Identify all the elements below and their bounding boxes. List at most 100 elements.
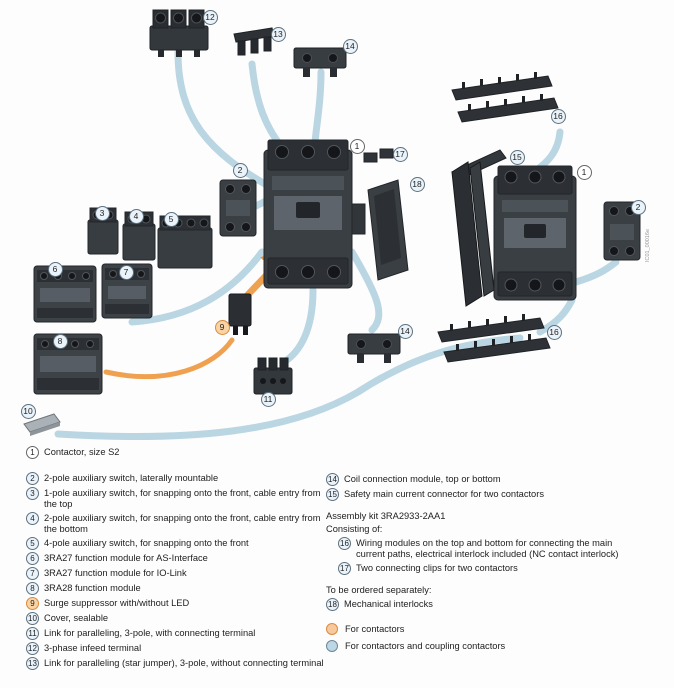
wiring-tubes — [54, 48, 620, 441]
blue-key-dot — [326, 640, 338, 652]
legend-item-6: 6 3RA27 function module for AS-Interface — [26, 552, 326, 565]
legend-item-text: Two connecting clips for two contactors — [356, 563, 518, 573]
legend-item-text: 3RA27 function module for AS-Interface — [44, 553, 208, 563]
legend-item-text: Link for paralleling (star jumper), 3-po… — [44, 658, 324, 668]
aux-switch-2-right — [603, 201, 641, 261]
consisting-of-label: Consisting of: — [326, 524, 383, 534]
legend-callout-number: 11 — [26, 627, 39, 640]
diagram-callout-10: 10 — [20, 403, 36, 419]
legend-callout-number: 2 — [26, 472, 39, 485]
legend-callout-number: 15 — [326, 488, 339, 501]
legend-item-text: 3RA28 function module — [44, 583, 141, 593]
diagram-callout-9: 9 — [214, 319, 230, 335]
legend-item-7: 7 3RA27 function module for IO-Link — [26, 567, 326, 580]
contactor-right — [493, 165, 577, 301]
legend-callout-number: 17 — [338, 562, 351, 575]
legend-callout-number: 8 — [26, 582, 39, 595]
legend-callout-number: 14 — [326, 473, 339, 486]
paralleling-link-11 — [253, 357, 293, 395]
surge-suppressor-9 — [228, 293, 252, 335]
legend-callout-number: 4 — [26, 512, 39, 525]
legend-item-text: Safety main current connector for two co… — [344, 489, 544, 499]
function-module-8 — [33, 333, 103, 395]
legend-callout-number: 6 — [26, 552, 39, 565]
legend-callout-number: 5 — [26, 537, 39, 550]
color-key-row-orange: For contactors — [326, 623, 638, 635]
mechanical-interlock-18 — [367, 179, 409, 281]
diagram-callout-7: 7 — [118, 264, 134, 280]
legend-item-13: 13 Link for paralleling (star jumper), 3-… — [26, 657, 326, 670]
diagram-callout-1: 1 — [349, 138, 365, 154]
color-key-row-blue: For contactors and coupling contactors — [326, 640, 638, 652]
legend-item-text: 3RA27 function module for IO-Link — [44, 568, 187, 578]
legend-item-text: Coil connection module, top or bottom — [344, 474, 501, 484]
diagram-callout-14: 14 — [342, 38, 358, 54]
legend-item-text: Link for paralleling, 3-pole, with conne… — [44, 628, 256, 638]
legend-item-text: 3-phase infeed terminal — [44, 643, 142, 653]
separate-title: To be ordered separately: — [326, 585, 432, 595]
legend-item-12: 12 3-phase infeed terminal — [26, 642, 326, 655]
diagram-callout-1: 1 — [576, 164, 592, 180]
legend-callout-number: 13 — [26, 657, 39, 670]
aux-switch-2-left — [219, 179, 257, 237]
legend: 1 Contactor, size S2 2 2-pole auxiliary swi… — [0, 446, 674, 672]
diagram-callout-14: 14 — [397, 323, 413, 339]
wiring-module-16-top — [451, 72, 559, 123]
legend-callout-number: 10 — [26, 612, 39, 625]
figure-watermark: IC01_00016e — [645, 229, 651, 262]
diagram-callout-17: 17 — [392, 146, 408, 162]
diagram-callout-5: 5 — [163, 211, 179, 227]
legend-item-10: 10 Cover, sealable — [26, 612, 326, 625]
coil-module-14-top — [293, 47, 347, 77]
legend-item-17: 17 Two connecting clips for two contactor… — [338, 562, 638, 575]
legend-left: 1 Contactor, size S2 2 2-pole auxiliary swi… — [0, 446, 326, 672]
legend-item-text: 2-pole auxiliary switch, laterally mount… — [44, 473, 219, 483]
diagram-callout-2: 2 — [232, 162, 248, 178]
legend-item-11: 11 Link for paralleling, 3-pole, with con… — [26, 627, 326, 640]
diagram-callout-12: 12 — [202, 9, 218, 25]
legend-item-15: 15 Safety main current connector for two … — [326, 488, 638, 501]
color-key-text: For contactors and coupling contactors — [345, 640, 506, 651]
legend-item-3: 3 1-pole auxiliary switch, for snapping o… — [26, 487, 326, 510]
legend-item-1: 1 Contactor, size S2 — [26, 446, 326, 459]
diagram-callout-3: 3 — [94, 205, 110, 221]
legend-item-text: Contactor, size S2 — [44, 447, 120, 457]
function-module-7 — [101, 263, 153, 319]
diagram-callout-16: 16 — [550, 108, 566, 124]
legend-item-text: Cover, sealable — [44, 613, 109, 623]
legend-callout-number: 7 — [26, 567, 39, 580]
legend-callout-number: 12 — [26, 642, 39, 655]
color-key-text: For contactors — [345, 623, 405, 634]
legend-item-9: 9 Surge suppressor with/without LED — [26, 597, 326, 610]
legend-item-text: Surge suppressor with/without LED — [44, 598, 190, 608]
orange-key-dot — [326, 623, 338, 635]
diagram-callout-4: 4 — [128, 208, 144, 224]
legend-item-text: 1-pole auxiliary switch, for snapping on… — [44, 488, 321, 509]
wiring-module-16-bottom — [437, 314, 551, 363]
legend-callout-number: 9 — [26, 597, 39, 610]
coil-module-14-bottom — [347, 333, 401, 363]
legend-callout-number: 3 — [26, 487, 39, 500]
infeed-terminal-12 — [149, 9, 209, 57]
star-jumper-13 — [233, 27, 275, 56]
legend-callout-number: 1 — [26, 446, 39, 459]
contactor-center — [263, 139, 366, 289]
legend-callout-number: 18 — [326, 598, 339, 611]
legend-item-2: 2 2-pole auxiliary switch, laterally moun… — [26, 472, 326, 485]
legend-item-4: 4 2-pole auxiliary switch, for snapping o… — [26, 512, 326, 535]
legend-item-text: 2-pole auxiliary switch, for snapping on… — [44, 513, 321, 534]
legend-item-14: 14 Coil connection module, top or bottom — [326, 473, 638, 486]
diagram-callout-8: 8 — [52, 333, 68, 349]
diagram-callout-16: 16 — [546, 324, 562, 340]
cover-10 — [23, 413, 61, 436]
